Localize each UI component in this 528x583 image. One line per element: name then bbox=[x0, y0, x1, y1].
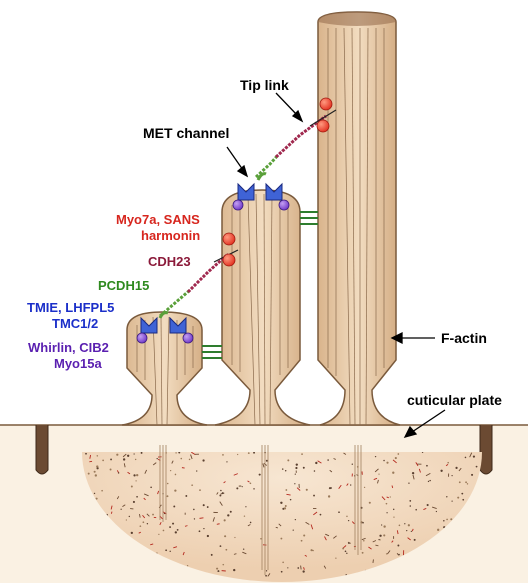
met-channel-lower bbox=[136, 316, 194, 344]
label-tmc12: TMC1/2 bbox=[52, 316, 98, 331]
label-cdh23: CDH23 bbox=[148, 254, 191, 269]
label-harmonin: harmonin bbox=[141, 228, 200, 243]
stereocilium-tall bbox=[317, 11, 401, 426]
rootlets bbox=[159, 445, 362, 575]
label-pcdh15: PCDH15 bbox=[98, 278, 149, 293]
side-link-lower bbox=[202, 345, 222, 359]
label-met-channel: MET channel bbox=[143, 125, 229, 141]
side-link-upper bbox=[300, 211, 318, 225]
tip-link-lower bbox=[158, 232, 239, 319]
label-myo7a-sans: Myo7a, SANS bbox=[116, 212, 200, 227]
arrows bbox=[226, 92, 446, 439]
label-f-actin: F-actin bbox=[441, 330, 487, 346]
stereocilium-middle bbox=[214, 189, 311, 426]
label-whirlin-cib2: Whirlin, CIB2 bbox=[28, 340, 109, 355]
cell-junction-right bbox=[479, 425, 493, 475]
tip-link-upper bbox=[254, 97, 337, 181]
met-channel-upper bbox=[232, 182, 290, 211]
label-cuticular-plate: cuticular plate bbox=[407, 392, 502, 408]
cell-junction-left bbox=[35, 425, 49, 475]
label-tip-link: Tip link bbox=[240, 77, 289, 93]
label-tmie-lhfpl5: TMIE, LHFPL5 bbox=[27, 300, 114, 315]
stereocilium-short bbox=[121, 311, 208, 426]
label-myo15a: Myo15a bbox=[54, 356, 102, 371]
